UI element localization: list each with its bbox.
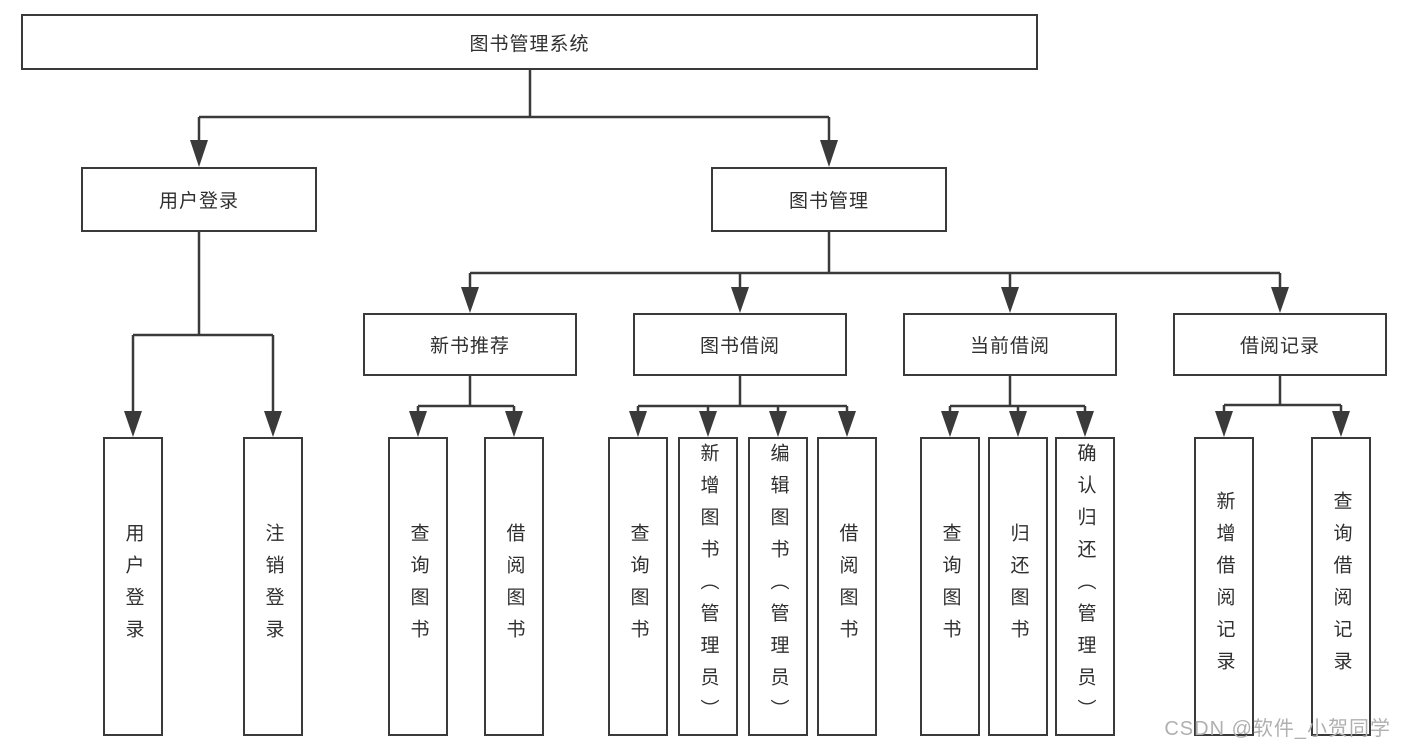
leaf-borrow-books: 借阅图书	[817, 437, 877, 736]
leaf-return-books-label: 归还图书	[1007, 522, 1029, 651]
arrowheads	[124, 140, 1350, 437]
arrow-nb-leaf2	[505, 411, 523, 437]
arrow-borrow-records	[1271, 287, 1289, 313]
leaf-query-books-recommend: 查询图书	[388, 437, 448, 736]
leaf-borrow-books-label: 借阅图书	[836, 522, 858, 651]
arrow-br-leaf2	[1332, 411, 1350, 437]
node-book-borrow-label: 图书借阅	[699, 336, 780, 357]
leaf-query-books-current: 查询图书	[920, 437, 980, 736]
leaf-query-books-current-label: 查询图书	[939, 522, 961, 651]
arrow-br-leaf1	[1215, 411, 1233, 437]
leaf-query-borrow-record-label: 查询借阅记录	[1330, 490, 1352, 683]
node-book-borrow: 图书借阅	[633, 313, 847, 376]
arrow-bb-leaf1	[629, 411, 647, 437]
arrow-book-mgmt	[820, 140, 838, 167]
node-current-borrow: 当前借阅	[903, 313, 1117, 376]
leaf-query-books-recommend-label: 查询图书	[407, 522, 429, 651]
arrow-bb-leaf3	[769, 411, 787, 437]
arrow-bb-leaf2	[699, 411, 717, 437]
node-root-label: 图书管理系统	[469, 33, 590, 55]
node-user-login-label: 用户登录	[158, 191, 239, 212]
arrow-bb-leaf4	[838, 411, 856, 437]
node-borrow-records: 借阅记录	[1173, 313, 1387, 376]
leaf-edit-books-admin-label: 编辑图书（管理员）	[767, 442, 789, 731]
arrow-current-borrow	[1001, 287, 1019, 313]
leaf-logout: 注销登录	[243, 437, 303, 736]
leaf-add-books-admin: 新增图书（管理员）	[678, 437, 738, 736]
arrow-book-borrow	[731, 287, 749, 313]
node-user-login: 用户登录	[81, 167, 317, 232]
leaf-query-books-borrow: 查询图书	[608, 437, 668, 736]
leaf-add-borrow-record: 新增借阅记录	[1194, 437, 1254, 736]
csdn-watermark: CSDN @软件_小贺同学	[1164, 718, 1391, 740]
arrow-new-book	[461, 287, 479, 313]
arrow-cb-leaf2	[1009, 411, 1027, 437]
leaf-logout-label: 注销登录	[262, 522, 284, 651]
node-current-borrow-label: 当前借阅	[969, 336, 1050, 357]
node-new-book-recommend: 新书推荐	[363, 313, 577, 376]
leaf-borrow-books-recommend-label: 借阅图书	[503, 522, 525, 651]
node-book-mgmt-label: 图书管理	[788, 191, 869, 212]
node-borrow-records-label: 借阅记录	[1239, 336, 1320, 357]
leaf-add-borrow-record-label: 新增借阅记录	[1213, 490, 1235, 683]
arrow-cb-leaf3	[1076, 411, 1094, 437]
leaf-user-login-label: 用户登录	[122, 522, 144, 651]
leaf-edit-books-admin: 编辑图书（管理员）	[748, 437, 808, 736]
leaf-query-books-borrow-label: 查询图书	[627, 522, 649, 651]
arrow-user-login	[190, 140, 208, 167]
leaf-add-books-admin-label: 新增图书（管理员）	[697, 442, 719, 731]
node-root: 图书管理系统	[21, 14, 1038, 70]
node-new-book-recommend-label: 新书推荐	[429, 336, 510, 357]
arrow-leaf-logout	[264, 411, 282, 437]
leaf-user-login: 用户登录	[103, 437, 163, 736]
arrow-nb-leaf1	[409, 411, 427, 437]
arrow-cb-leaf1	[941, 411, 959, 437]
leaf-confirm-return-admin: 确认归还（管理员）	[1055, 437, 1115, 736]
leaf-confirm-return-admin-label: 确认归还（管理员）	[1074, 442, 1096, 731]
arrow-leaf-login	[124, 411, 142, 437]
node-book-mgmt: 图书管理	[711, 167, 947, 232]
leaf-borrow-books-recommend: 借阅图书	[484, 437, 544, 736]
leaf-return-books: 归还图书	[988, 437, 1048, 736]
leaf-query-borrow-record: 查询借阅记录	[1311, 437, 1371, 736]
